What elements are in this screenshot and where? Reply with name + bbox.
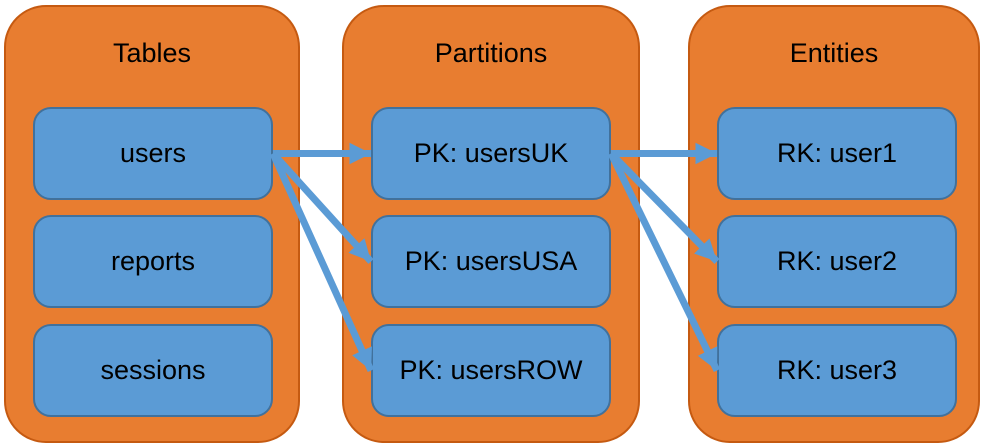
rk-user2-box-label: RK: user2 bbox=[776, 246, 898, 276]
pk-usersusa-box: PK: usersUSA bbox=[371, 215, 611, 308]
users-box: users bbox=[33, 107, 273, 200]
partitions-column: Partitions PK: usersUK PK: usersUSA PK: … bbox=[342, 5, 640, 443]
pk-usersuk-box: PK: usersUK bbox=[371, 107, 611, 200]
tables-column-title: Tables bbox=[112, 38, 192, 68]
reports-box-label: reports bbox=[110, 246, 196, 276]
pk-usersrow-box: PK: usersROW bbox=[371, 324, 611, 417]
tables-column: Tables users reports sessions bbox=[4, 5, 300, 443]
users-box-label: users bbox=[119, 138, 187, 168]
entities-column-title: Entities bbox=[789, 38, 879, 68]
sessions-box-label: sessions bbox=[100, 355, 206, 385]
rk-user2-box: RK: user2 bbox=[717, 215, 957, 308]
sessions-box: sessions bbox=[33, 324, 273, 417]
rk-user3-box: RK: user3 bbox=[717, 324, 957, 417]
rk-user3-box-label: RK: user3 bbox=[776, 355, 898, 385]
pk-usersusa-box-label: PK: usersUSA bbox=[404, 246, 578, 276]
reports-box: reports bbox=[33, 215, 273, 308]
rk-user1-box: RK: user1 bbox=[717, 107, 957, 200]
pk-usersrow-box-label: PK: usersROW bbox=[399, 355, 583, 385]
rk-user1-box-label: RK: user1 bbox=[776, 138, 898, 168]
pk-usersuk-box-label: PK: usersUK bbox=[413, 138, 569, 168]
partitions-column-title: Partitions bbox=[434, 38, 548, 68]
entities-column: Entities RK: user1 RK: user2 RK: user3 bbox=[688, 5, 980, 443]
